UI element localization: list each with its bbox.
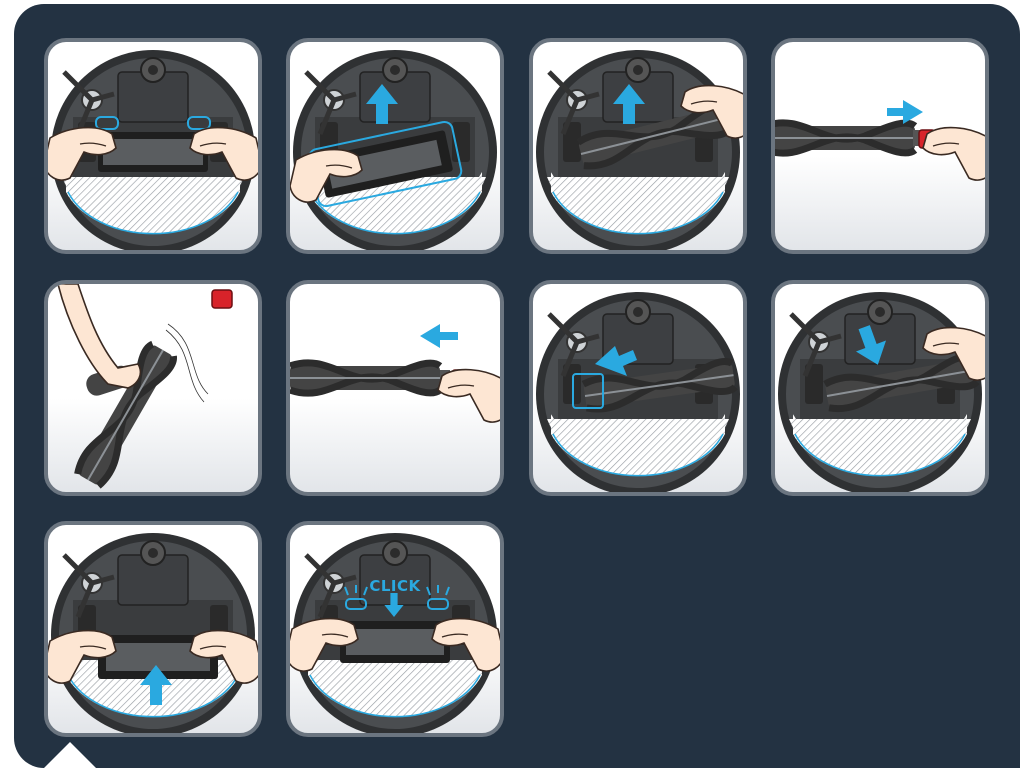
step-4-pull-off-end-cap — [771, 38, 989, 254]
step-9-illustration — [48, 525, 258, 733]
step-3-lift-brush — [529, 38, 747, 254]
step-8-press-brush-down — [771, 280, 989, 496]
step-8-illustration — [775, 284, 985, 492]
step-2-illustration — [290, 42, 500, 250]
step-10-illustration: CLICK — [290, 525, 500, 733]
step-1-grip-release-tabs — [44, 38, 262, 254]
step-6-replace-end-cap — [286, 280, 504, 496]
step-7-illustration — [533, 284, 743, 492]
step-9-insert-cover — [44, 521, 262, 737]
step-3-illustration — [533, 42, 743, 250]
callout-notch — [44, 742, 96, 768]
step-6-illustration — [290, 284, 500, 492]
step-2-lift-cover — [286, 38, 504, 254]
step-5-illustration — [48, 284, 258, 492]
click-label: CLICK — [369, 577, 421, 595]
step-1-illustration — [48, 42, 258, 250]
step-5-cut-hair — [44, 280, 262, 496]
step-4-illustration — [775, 42, 985, 250]
step-10-press-until-click: CLICK — [286, 521, 504, 737]
step-7-insert-brush-end — [529, 280, 747, 496]
